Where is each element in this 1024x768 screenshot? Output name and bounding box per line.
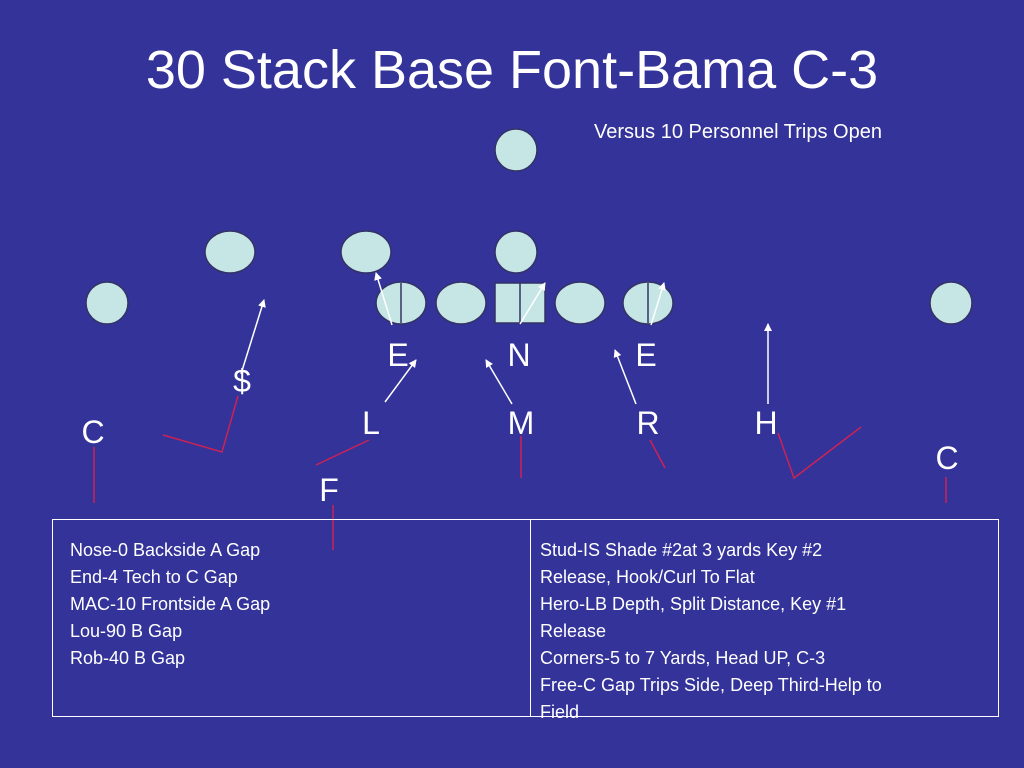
free-label: F xyxy=(319,472,339,508)
assignment-line: Free-C Gap Trips Side, Deep Third-Help t… xyxy=(540,675,882,695)
assignment-line: Release, Hook/Curl To Flat xyxy=(540,567,755,587)
end-left-arrow xyxy=(374,272,393,326)
assignment-line: Field xyxy=(540,702,580,722)
hero-drop-line xyxy=(777,426,862,480)
assignment-line: Corners-5 to 7 Yards, Head UP, C-3 xyxy=(540,648,826,668)
corner-left-label: C xyxy=(81,414,105,450)
right-guard xyxy=(554,281,606,325)
assignment-line: Stud-IS Shade #2at 3 yards Key #2 xyxy=(540,540,823,560)
assignments-left-box: Nose-0 Backside A Gap End-4 Tech to C Ga… xyxy=(52,519,531,717)
hero-label: H xyxy=(754,405,778,441)
end-right-arrow xyxy=(650,282,666,326)
wide-receiver-left xyxy=(85,281,129,325)
wide-receiver-right xyxy=(929,281,973,325)
slot-receiver-1 xyxy=(204,230,256,274)
end-right-label: E xyxy=(635,337,657,373)
slot-receiver-2 xyxy=(340,230,392,274)
rob-label: R xyxy=(636,405,660,441)
rob-arrow xyxy=(613,349,637,405)
nose-arrow xyxy=(519,282,546,325)
money-drop-line xyxy=(162,395,239,453)
lou-arrow xyxy=(384,359,417,403)
running-back-circle xyxy=(494,230,538,274)
nose-label: N xyxy=(507,337,531,373)
assignment-line: Lou-90 B Gap xyxy=(70,621,183,641)
slide-title: 30 Stack Base Font-Bama C-3 xyxy=(145,40,879,100)
left-guard xyxy=(435,281,487,325)
corner-right-label: C xyxy=(935,440,959,476)
rob-line xyxy=(649,439,666,469)
lou-label: L xyxy=(362,405,380,441)
money-arrow xyxy=(240,299,266,375)
money-label: $ xyxy=(233,363,251,399)
assignment-line: Nose-0 Backside A Gap xyxy=(70,540,261,560)
assignment-line: Rob-40 B Gap xyxy=(70,648,186,668)
lou-line xyxy=(315,439,370,466)
assignments-right-box: Stud-IS Shade #2at 3 yards Key #2 Releas… xyxy=(530,519,999,722)
end-left-label: E xyxy=(387,337,409,373)
mac-arrow xyxy=(485,359,513,405)
assignment-line: MAC-10 Frontside A Gap xyxy=(70,594,271,614)
assignment-line: End-4 Tech to C Gap xyxy=(70,567,238,587)
mac-label: M xyxy=(507,405,535,441)
assignment-line: Release xyxy=(540,621,607,641)
quarterback-circle xyxy=(494,128,538,172)
slide-subtitle: Versus 10 Personnel Trips Open xyxy=(594,121,882,143)
assignment-line: Hero-LB Depth, Split Distance, Key #1 xyxy=(540,594,847,614)
